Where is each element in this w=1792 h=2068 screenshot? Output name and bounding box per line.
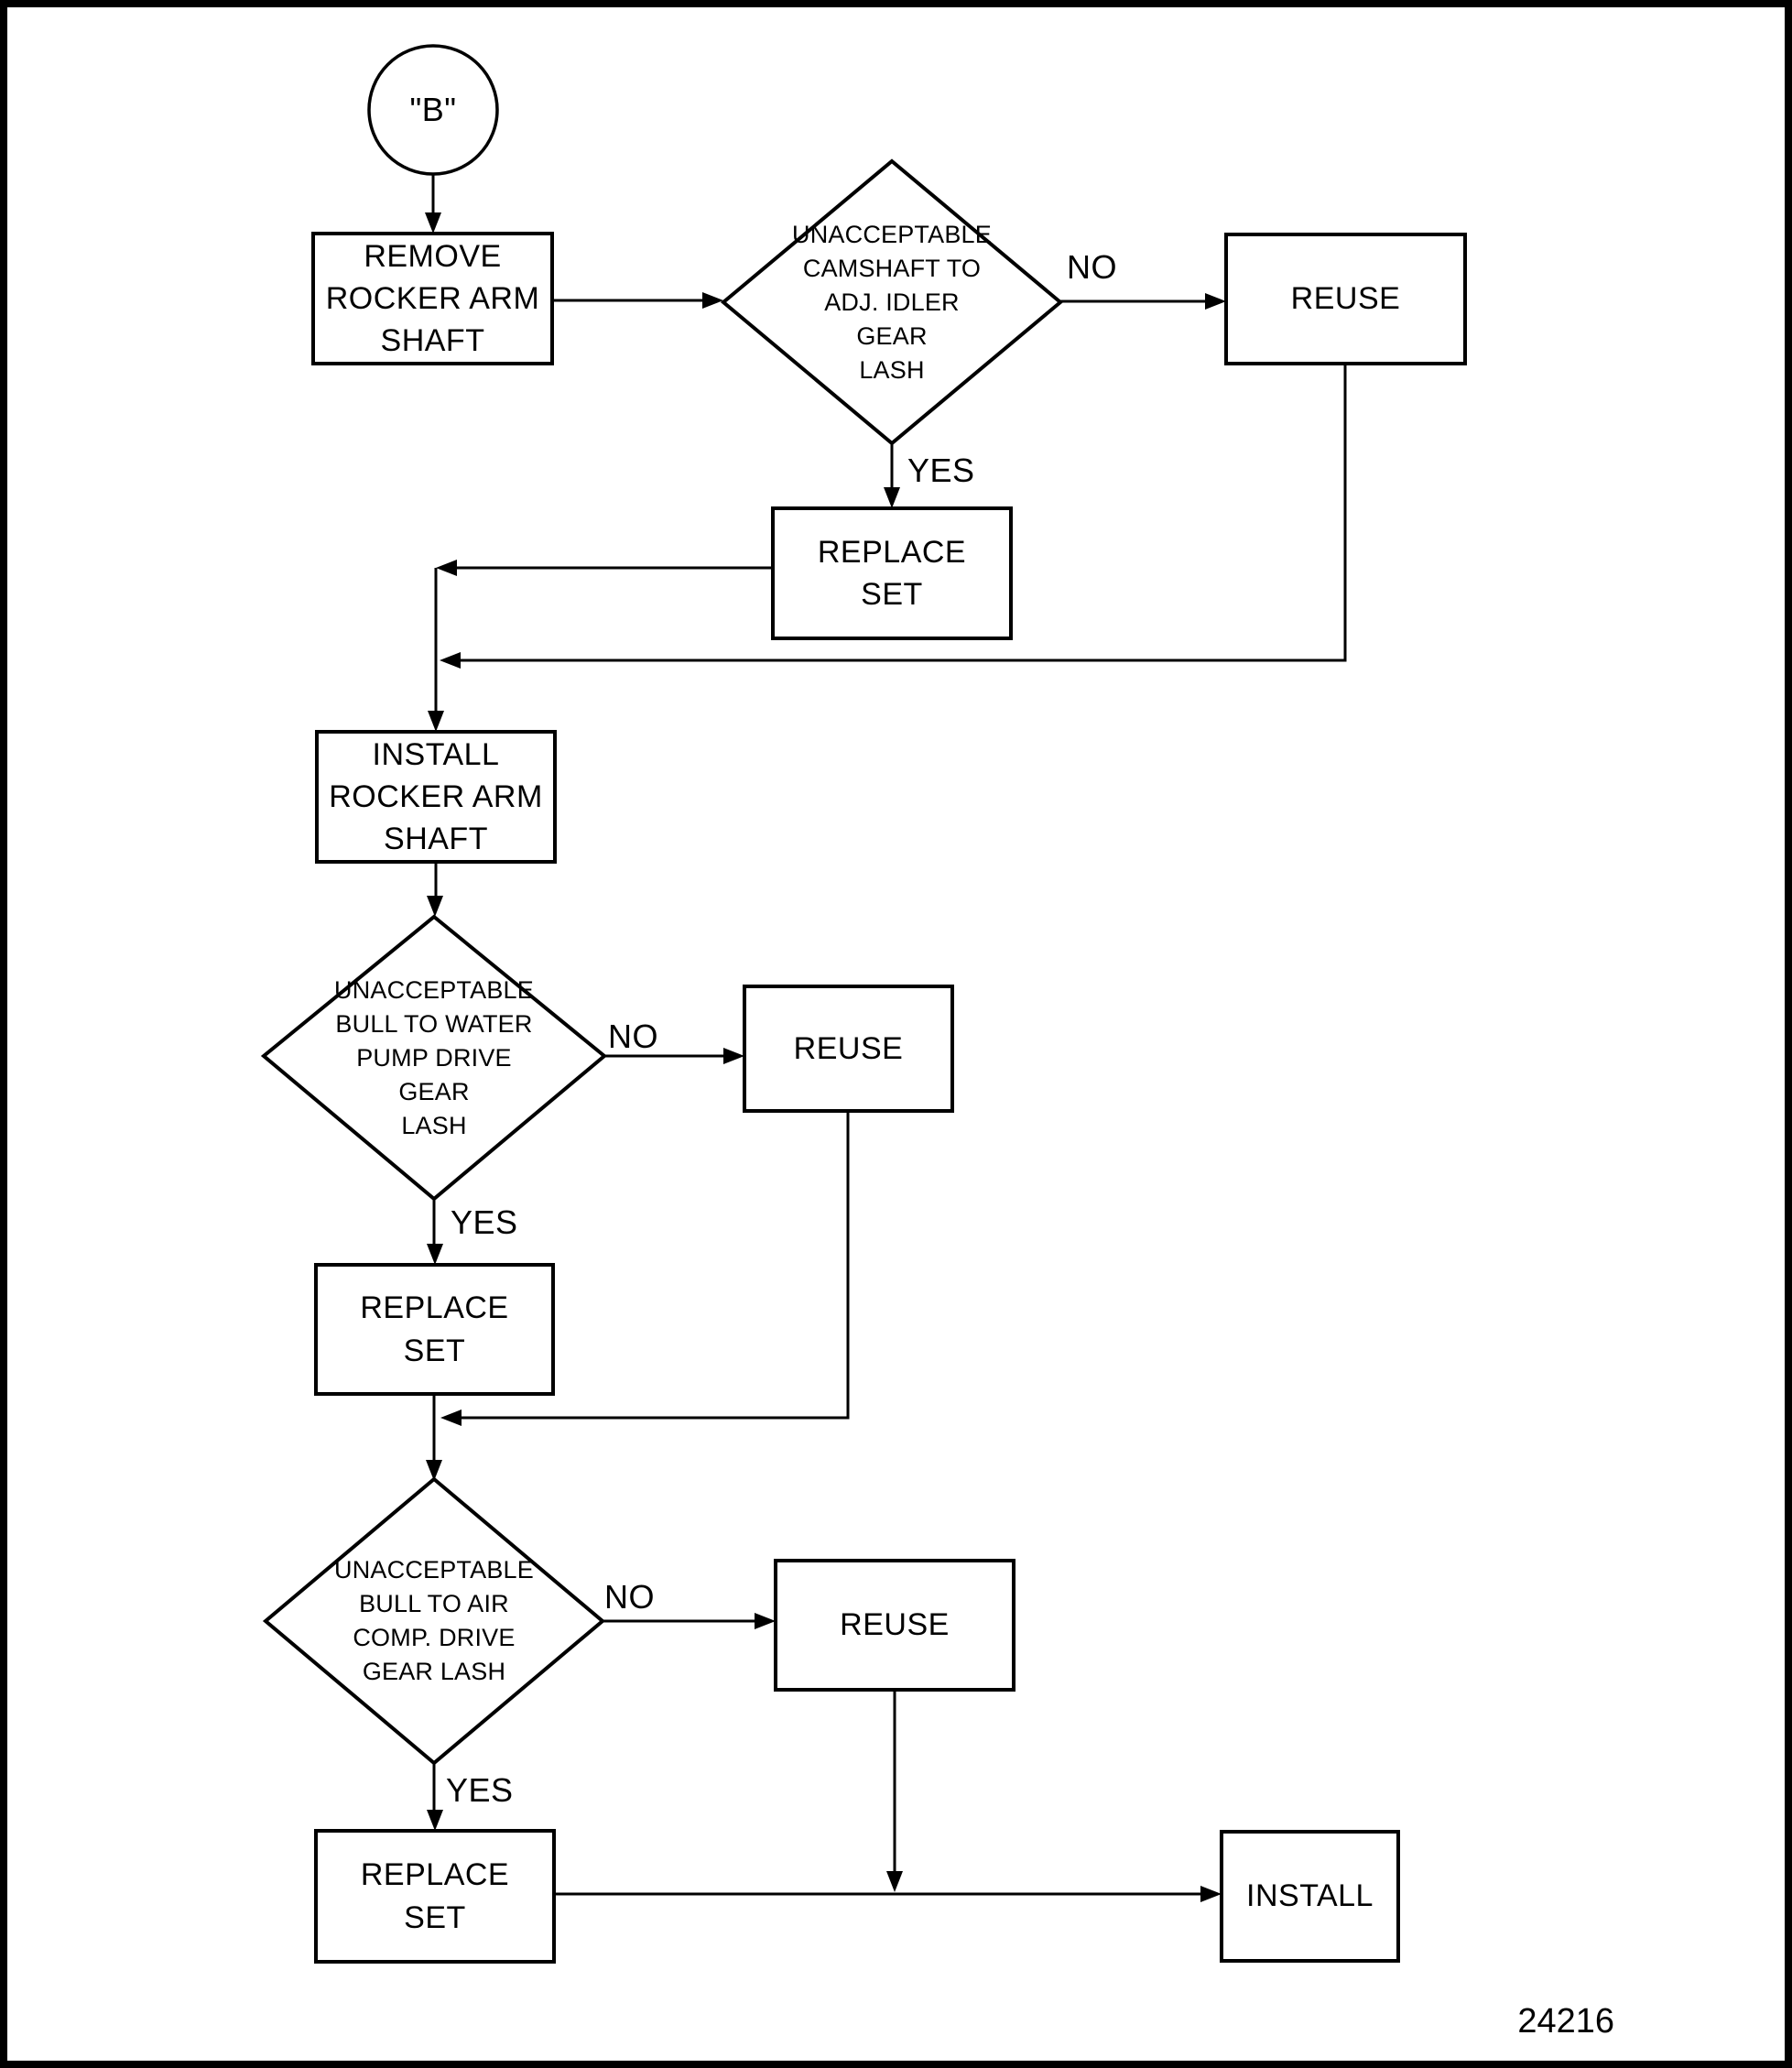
replace-set-water-pump-label: REPLACE SET — [360, 1290, 509, 1368]
reuse-water-pump-label: REUSE — [793, 1030, 904, 1066]
decision-camshaft-idler-lash-diamond — [720, 158, 1064, 446]
remove-rocker-arm-shaft-box — [311, 232, 554, 365]
edge-reuse2-return — [447, 1111, 850, 1420]
flowchart-canvas — [260, 44, 1467, 1964]
replace-set-water-pump-box — [314, 1263, 555, 1396]
figure-number: 24216 — [1517, 2002, 1614, 2041]
reuse-camshaft-label: REUSE — [1290, 281, 1401, 317]
arrowhead-into-replace1 — [884, 487, 900, 508]
reuse-air-comp-box — [774, 1559, 1015, 1692]
arrowhead-into-replace3 — [427, 1810, 443, 1831]
connector-b-label: "B" — [409, 90, 457, 128]
decision-water-pump-lash-diamond — [260, 914, 608, 1202]
replace-set-camshaft-label: REPLACE SET — [817, 534, 967, 612]
arrowhead-into-install — [1200, 1886, 1222, 1902]
arrowhead-reuse1-return — [440, 652, 461, 669]
edge-reuse1-return — [445, 364, 1347, 662]
arrowhead-into-decision2 — [427, 896, 443, 917]
arrowhead-into-reuse1 — [1205, 293, 1226, 310]
decision-air-comp-lash-label: UNACCEPTABLE BULL TO AIR COMP. DRIVE GEA… — [334, 1556, 534, 1685]
replace-set-air-comp-box — [314, 1829, 556, 1964]
reuse-water-pump-box — [743, 985, 954, 1113]
arrowhead-into-decision3 — [426, 1460, 442, 1481]
install-rocker-arm-shaft-label: INSTALL ROCKER ARM SHAFT — [329, 736, 543, 857]
arrowhead-into-replace2 — [427, 1244, 443, 1265]
connector-b-circle — [367, 44, 499, 176]
decision3-no-label: NO — [604, 1578, 655, 1616]
reuse-camshaft-box — [1224, 233, 1467, 365]
decision1-no-label: NO — [1067, 248, 1117, 286]
arrowhead-reuse3-join — [886, 1871, 903, 1892]
arrowhead-into-reuse2 — [723, 1048, 744, 1064]
arrowhead-into-decision1 — [702, 292, 723, 309]
decision-air-comp-lash-diamond — [262, 1476, 606, 1766]
decision3-yes-label: YES — [446, 1771, 514, 1809]
replace-set-air-comp-label: REPLACE SET — [360, 1857, 510, 1935]
decision2-yes-label: YES — [451, 1203, 518, 1241]
install-rocker-arm-shaft-box — [315, 730, 557, 864]
install-label: INSTALL — [1246, 1878, 1374, 1914]
arrowhead-replace1-return — [436, 560, 457, 576]
install-box — [1220, 1830, 1400, 1963]
arrowhead-reuse2-return — [440, 1410, 462, 1426]
arrowhead-into-remove — [425, 212, 441, 234]
arrowhead-into-reuse3 — [755, 1613, 776, 1629]
replace-set-camshaft-box — [771, 506, 1013, 640]
decision-camshaft-idler-lash-label: UNACCEPTABLE CAMSHAFT TO ADJ. IDLER GEAR… — [792, 220, 992, 384]
reuse-air-comp-label: REUSE — [840, 1607, 950, 1643]
decision1-yes-label: YES — [907, 452, 975, 489]
decision2-no-label: NO — [608, 1018, 658, 1055]
arrowhead-into-install-rocker — [428, 711, 444, 732]
decision-water-pump-lash-label: UNACCEPTABLE BULL TO WATER PUMP DRIVE GE… — [334, 975, 534, 1139]
remove-rocker-arm-shaft-label: REMOVE ROCKER ARM SHAFT — [325, 238, 540, 359]
